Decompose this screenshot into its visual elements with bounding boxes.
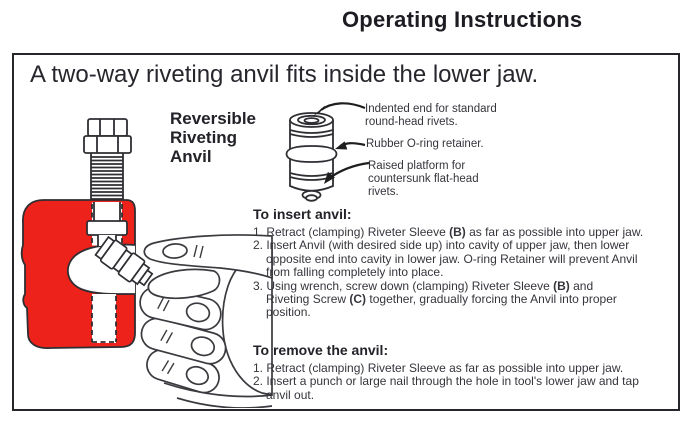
thumb — [147, 268, 221, 300]
hand-illustration — [139, 234, 273, 397]
riveter-sleeve-illustration — [94, 235, 154, 287]
insert-heading: To insert anvil: — [253, 206, 352, 222]
remove-anvil-instructions: To remove the anvil: 1. Retract (clampin… — [253, 342, 690, 402]
callout-raised-platform: Raised platform for countersunk flat-hea… — [368, 160, 479, 198]
insert-anvil-instructions: To insert anvil: 1. Retract (clamping) R… — [253, 206, 690, 320]
remove-step-1: 1. Retract (clamping) Riveter Sleeve as … — [253, 361, 624, 375]
panel-heading: A two-way riveting anvil fits inside the… — [30, 61, 539, 88]
instruction-panel: A two-way riveting anvil fits inside the… — [12, 53, 680, 411]
callout-indented-end: Indented end for standard round-head riv… — [365, 103, 497, 128]
callout-oring-retainer: Rubber O-ring retainer. — [366, 138, 484, 150]
remove-step-2: 2. Insert a punch or large nail through … — [253, 374, 639, 402]
anvil-diagram — [285, 102, 370, 202]
riveter-tool-illustration — [20, 118, 273, 408]
insert-step-3: 3. Using wrench, screw down (clamping) R… — [253, 278, 617, 320]
insert-step-1: 1. Retract (clamping) Riveter Sleeve (B)… — [253, 225, 644, 239]
anvil-label: Reversible Riveting Anvil — [170, 109, 256, 166]
page-title: Operating Instructions — [342, 7, 583, 32]
remove-heading: To remove the anvil: — [253, 342, 389, 358]
reversible-anvil-illustration — [285, 112, 338, 202]
insert-step-2: 2. Insert Anvil (with desired side up) i… — [253, 238, 638, 280]
riveting-screw-illustration — [83, 118, 132, 204]
callout-arrow-icon — [313, 102, 370, 184]
